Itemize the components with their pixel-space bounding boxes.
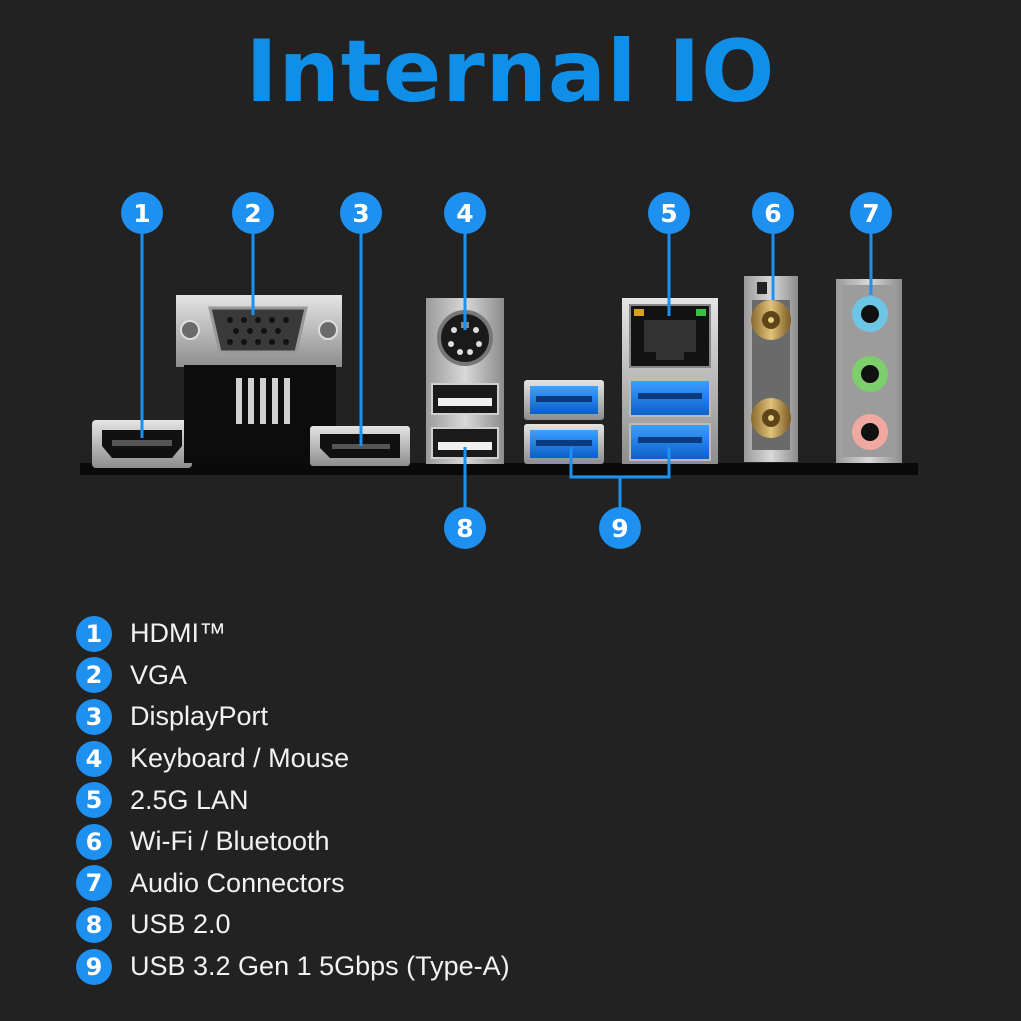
legend-label: Keyboard / Mouse bbox=[130, 743, 350, 774]
legend-item: 1 HDMI™ bbox=[76, 613, 510, 655]
legend-item: 7 Audio Connectors bbox=[76, 863, 510, 905]
callout-number: 6 bbox=[764, 199, 781, 228]
callout-number: 2 bbox=[244, 199, 261, 228]
callout-badge-9: 9 bbox=[599, 507, 641, 549]
legend-number-badge: 2 bbox=[76, 657, 112, 694]
legend-label: HDMI™ bbox=[130, 618, 226, 649]
vga-port bbox=[176, 295, 342, 463]
callout-badge-8: 8 bbox=[444, 507, 486, 549]
io-shield-baseline bbox=[80, 463, 918, 475]
legend-label: USB 3.2 Gen 1 5Gbps (Type-A) bbox=[130, 951, 510, 982]
callout-number: 7 bbox=[862, 199, 879, 228]
page-title: Internal IO bbox=[245, 22, 776, 122]
legend-item: 9 USB 3.2 Gen 1 5Gbps (Type-A) bbox=[76, 946, 510, 988]
callout-number: 8 bbox=[456, 514, 473, 543]
legend-item: 6 Wi-Fi / Bluetooth bbox=[76, 821, 510, 863]
callout-badges: 1 2 3 4 5 6 7 8 bbox=[121, 192, 892, 549]
legend-number-badge: 4 bbox=[76, 740, 112, 777]
legend-label: USB 2.0 bbox=[130, 909, 231, 940]
callout-number: 5 bbox=[660, 199, 677, 228]
callout-number: 4 bbox=[456, 199, 473, 228]
callout-badge-7: 7 bbox=[850, 192, 892, 234]
callout-number: 1 bbox=[133, 199, 150, 228]
hdmi-port bbox=[92, 420, 192, 468]
leader-lines bbox=[140, 232, 873, 508]
legend-item: 4 Keyboard / Mouse bbox=[76, 738, 510, 780]
legend-number-badge: 8 bbox=[76, 906, 112, 943]
legend-number-badge: 3 bbox=[76, 698, 112, 735]
legend-number-badge: 9 bbox=[76, 948, 112, 985]
lan-usb3-stack bbox=[622, 298, 718, 464]
callout-badge-1: 1 bbox=[121, 192, 163, 234]
legend-label: Audio Connectors bbox=[130, 867, 345, 898]
callout-number: 3 bbox=[352, 199, 369, 228]
legend-number-badge: 5 bbox=[76, 782, 112, 819]
callout-badge-2: 2 bbox=[232, 192, 274, 234]
callout-badge-6: 6 bbox=[752, 192, 794, 234]
legend-label: Wi-Fi / Bluetooth bbox=[130, 826, 330, 857]
legend-item: 3 DisplayPort bbox=[76, 696, 510, 738]
usb3-left-stack bbox=[524, 380, 604, 464]
callout-badge-4: 4 bbox=[444, 192, 486, 234]
legend-item: 8 USB 2.0 bbox=[76, 904, 510, 946]
legend-number-badge: 6 bbox=[76, 823, 112, 860]
legend-label: DisplayPort bbox=[130, 701, 269, 732]
callout-badge-3: 3 bbox=[340, 192, 382, 234]
legend-item: 5 2.5G LAN bbox=[76, 779, 510, 821]
wifi-antenna-connectors bbox=[744, 276, 798, 462]
legend-item: 2 VGA bbox=[76, 655, 510, 697]
callout-badge-5: 5 bbox=[648, 192, 690, 234]
legend-number-badge: 7 bbox=[76, 865, 112, 902]
port-legend: 1 HDMI™ 2 VGA 3 DisplayPort 4 Keyboard /… bbox=[76, 613, 510, 987]
audio-jack-stack bbox=[836, 279, 902, 463]
legend-label: VGA bbox=[130, 659, 188, 690]
callout-number: 9 bbox=[611, 514, 628, 543]
legend-label: 2.5G LAN bbox=[130, 784, 249, 815]
legend-number-badge: 1 bbox=[76, 615, 112, 652]
